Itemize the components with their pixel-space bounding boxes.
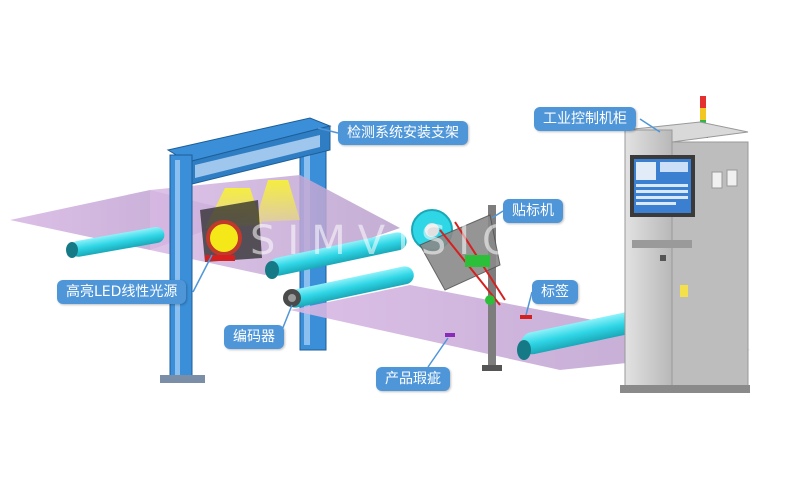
label-labeler: 贴标机 [503,199,563,223]
roller-right [517,307,659,360]
label-label: 标签 [532,280,578,304]
label-encoder: 编码器 [224,325,284,349]
label-mark [520,315,532,319]
labeler-post [488,205,496,370]
watermark: SIMVISION [250,218,568,264]
control-cabinet [620,121,750,393]
label-frame: 检测系统安装支架 [338,121,468,145]
roller-left [66,227,165,258]
led-light-lens [206,220,242,256]
labeler-head [411,209,506,306]
defect-mark [445,333,455,337]
roller-mid [265,232,407,279]
label-cabinet: 工业控制机柜 [534,107,636,131]
roller-encoder [283,266,414,308]
label-light: 高亮LED线性光源 [57,280,187,304]
light-beam-right [255,180,300,222]
frame-front-post [169,154,193,381]
label-defect: 产品瑕疵 [376,367,450,391]
